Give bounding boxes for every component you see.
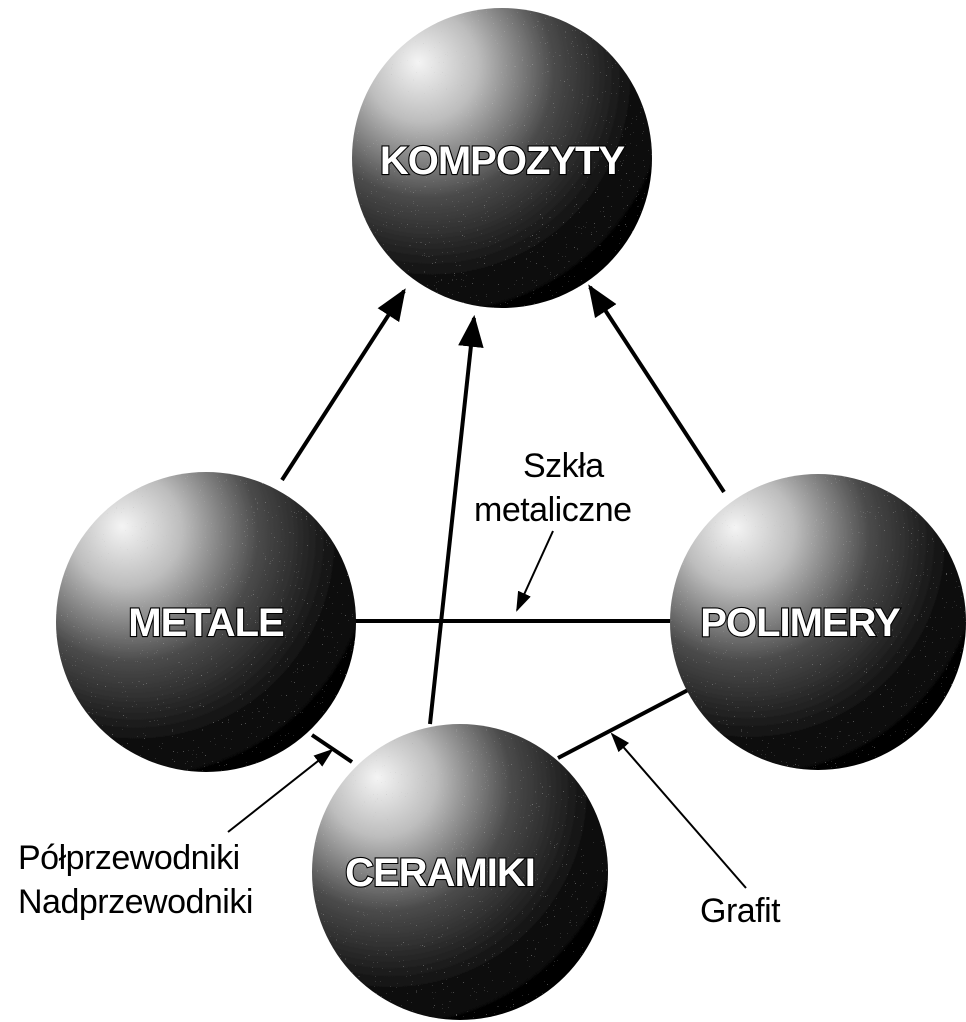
arrow-metale-kompozyty	[282, 291, 404, 480]
label-ceramiki: CERAMIKI	[345, 851, 535, 895]
label-polimery: POLIMERY	[700, 601, 901, 645]
sphere-metale: METALE	[56, 472, 356, 772]
sphere-polimery: POLIMERY	[670, 474, 966, 770]
label-szkla-line1: Szkła	[523, 447, 604, 485]
arrow-polimery-kompozyty	[590, 287, 724, 492]
line-metale-ceramiki	[312, 735, 352, 762]
sphere-ceramiki: CERAMIKI	[312, 724, 608, 1020]
arrow-ceramiki-kompozyty	[430, 318, 474, 724]
pointer-grafit	[612, 734, 746, 888]
label-kompozyty: KOMPOZYTY	[380, 139, 626, 183]
label-polprzewodniki: Półprzewodniki	[18, 839, 240, 877]
sphere-kompozyty: KOMPOZYTY	[352, 8, 652, 308]
pointer-szkla	[517, 531, 553, 610]
label-metale: METALE	[128, 601, 284, 645]
label-grafit: Grafit	[700, 892, 781, 930]
label-nadprzewodniki: Nadprzewodniki	[18, 883, 253, 921]
label-szkla-line2: metaliczne	[474, 491, 632, 529]
